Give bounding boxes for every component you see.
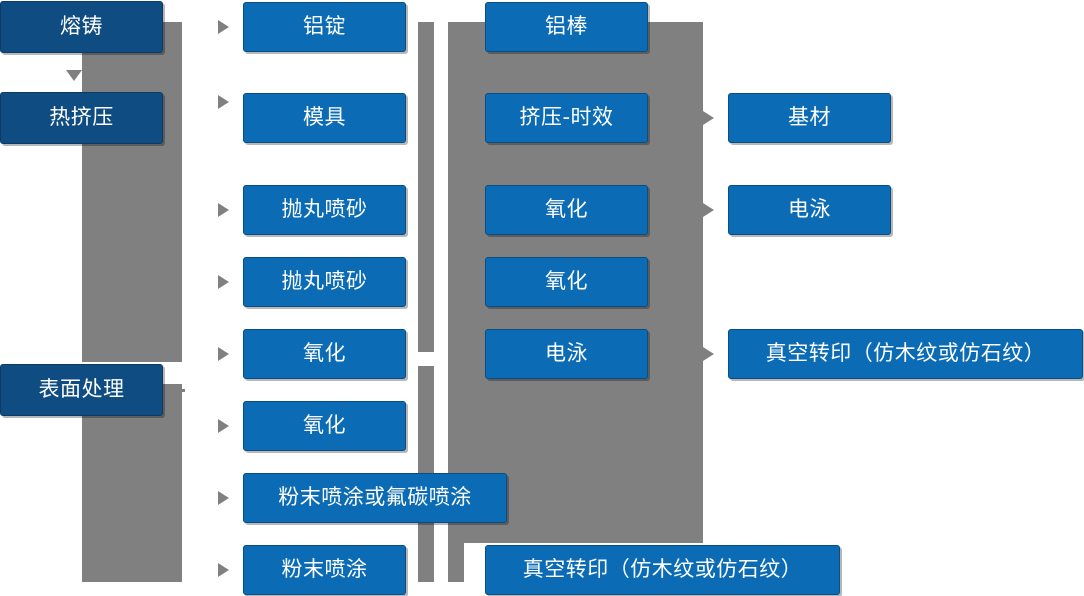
bracket-tick-2: [434, 118, 448, 120]
output-label-oxidation-2: 氧化: [545, 269, 588, 294]
arrow-to-substrate: [703, 111, 714, 125]
process-label-mould: 模具: [303, 105, 346, 130]
output-box-oxidation-2[interactable]: 氧化: [485, 257, 648, 307]
arrow-to-oxidation-2: [218, 419, 229, 433]
arrow-to-aluminium-ingot: [218, 20, 229, 34]
stage-box-melt-cast[interactable]: 熔铸: [0, 1, 163, 53]
arrow-to-shot-blast-1: [218, 203, 229, 217]
arrow-to-vacuum-transfer: [703, 347, 714, 361]
arrow-down-to-hot-extrusion: [66, 70, 82, 81]
process-label-oxidation-2: 氧化: [303, 413, 346, 438]
process-label-aluminium-ingot: 铝锭: [303, 14, 346, 39]
stage-box-surface-treatment[interactable]: 表面处理: [0, 364, 163, 416]
bracket-tick-4: [434, 281, 448, 283]
process-box-powder-or-pvdf[interactable]: 粉末喷涂或氟碳喷涂: [243, 473, 507, 523]
bracket-tick-6: [418, 352, 434, 366]
process-box-oxidation-1[interactable]: 氧化: [243, 329, 406, 379]
process-label-oxidation-1: 氧化: [303, 341, 346, 366]
connector-bracket-inner: [418, 22, 434, 582]
output-box-aluminium-bar[interactable]: 铝棒: [485, 2, 648, 52]
output-label-aluminium-bar: 铝棒: [545, 14, 588, 39]
arrow-to-powder-or-pvdf: [218, 491, 229, 505]
final-box-substrate[interactable]: 基材: [728, 93, 891, 143]
bracket-tick-3: [434, 201, 448, 203]
output-box-extrusion-aging[interactable]: 挤压-时效: [485, 93, 648, 143]
stage-label-melt-cast: 熔铸: [60, 14, 103, 39]
output-label-oxidation-1: 氧化: [545, 197, 588, 222]
process-box-mould[interactable]: 模具: [243, 93, 406, 143]
process-box-shot-blast-2[interactable]: 抛丸喷砂: [243, 257, 406, 307]
bracket-tick-7: [434, 568, 448, 570]
process-label-shot-blast-2: 抛丸喷砂: [281, 269, 368, 294]
arrow-to-mould: [218, 95, 229, 109]
process-label-powder-coating: 粉末喷涂: [281, 557, 368, 582]
final-box-vacuum-transfer[interactable]: 真空转印（仿木纹或仿石纹）: [728, 329, 1083, 379]
stage-label-hot-extrusion: 热挤压: [49, 105, 114, 130]
final-label-substrate: 基材: [788, 105, 831, 130]
final-box-electrophoresis[interactable]: 电泳: [728, 185, 891, 235]
process-box-shot-blast-1[interactable]: 抛丸喷砂: [243, 185, 406, 235]
output-box-electrophoresis[interactable]: 电泳: [485, 329, 648, 379]
process-box-oxidation-2[interactable]: 氧化: [243, 401, 406, 451]
connector-stub-surface-treatment: [163, 389, 185, 392]
output-box-oxidation-1[interactable]: 氧化: [485, 185, 648, 235]
arrow-to-powder-coating: [218, 563, 229, 577]
final-label-electrophoresis: 电泳: [788, 197, 831, 222]
stage-label-surface-treatment: 表面处理: [38, 377, 125, 402]
bracket-tick-5: [434, 352, 448, 354]
final-label-vacuum-transfer: 真空转印（仿木纹或仿石纹）: [765, 341, 1046, 366]
output-label-vacuum-transfer: 真空转印（仿木纹或仿石纹）: [522, 557, 803, 582]
process-box-powder-coating[interactable]: 粉末喷涂: [243, 545, 406, 595]
process-label-powder-or-pvdf: 粉末喷涂或氟碳喷涂: [278, 485, 472, 510]
bracket-tick-1: [434, 22, 448, 24]
connector-bracket-outer: [448, 22, 464, 582]
stage-box-hot-extrusion[interactable]: 热挤压: [0, 92, 163, 144]
output-label-extrusion-aging: 挤压-时效: [519, 105, 614, 130]
arrow-to-oxidation-1: [218, 347, 229, 361]
process-label-shot-blast-1: 抛丸喷砂: [281, 197, 368, 222]
arrow-to-electrophoresis: [703, 203, 714, 217]
arrow-to-shot-blast-2: [218, 275, 229, 289]
output-box-vacuum-transfer[interactable]: 真空转印（仿木纹或仿石纹）: [485, 545, 840, 595]
process-box-aluminium-ingot[interactable]: 铝锭: [243, 2, 406, 52]
output-label-electrophoresis: 电泳: [545, 341, 588, 366]
